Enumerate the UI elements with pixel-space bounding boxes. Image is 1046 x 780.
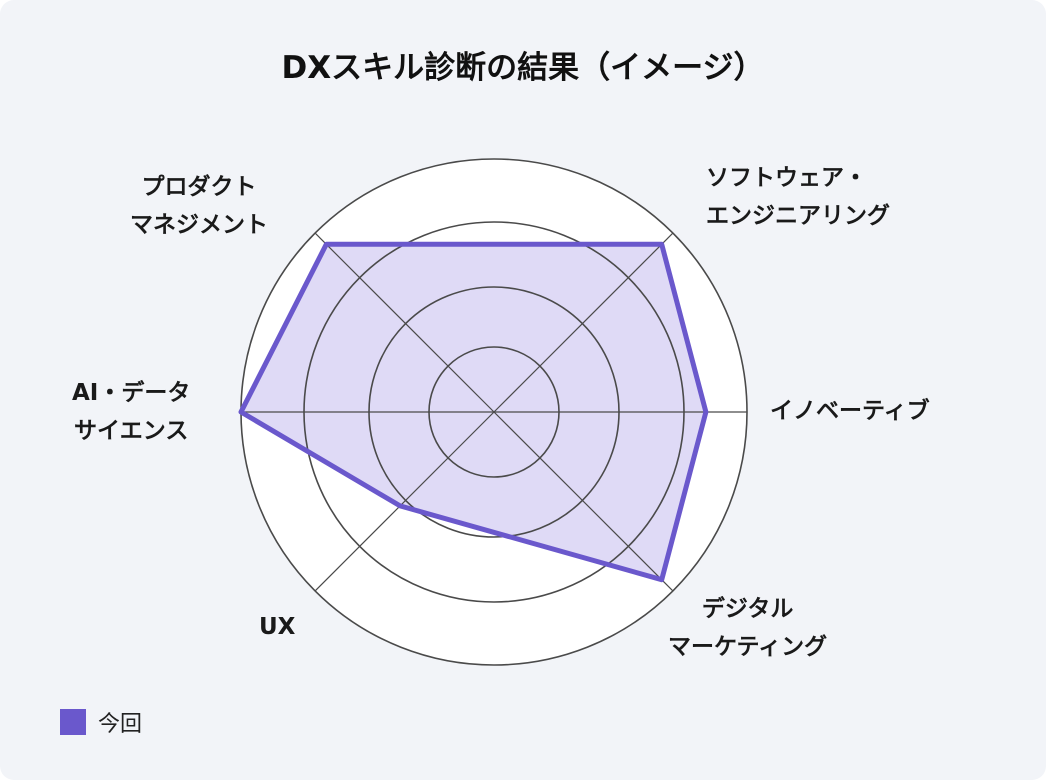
axis-label-ai-data-science: AI・データサイエンス bbox=[72, 380, 191, 444]
axis-spoke-3 bbox=[493, 411, 674, 592]
chart-title: DXスキル診断の結果（イメージ） bbox=[281, 50, 765, 86]
legend-label: 今回 bbox=[98, 712, 143, 737]
legend: 今回 bbox=[60, 706, 142, 738]
series-line-konkai bbox=[238, 241, 709, 583]
legend-swatch bbox=[60, 709, 86, 735]
axis-spoke-1 bbox=[493, 232, 674, 413]
axis-label-product-management: プロダクトマネジメント bbox=[130, 174, 268, 238]
axis-label-software-engineering: ソフトウェア・エンジニアリング bbox=[706, 165, 890, 229]
axis-label-digital-marketing: デジタルマーケティング bbox=[668, 596, 828, 660]
axis-spoke-4 bbox=[314, 411, 495, 592]
axis-spoke-6 bbox=[314, 232, 495, 413]
axis-label-ux: UX bbox=[259, 614, 296, 640]
axis-label-innovative: イノベーティブ bbox=[770, 398, 930, 424]
